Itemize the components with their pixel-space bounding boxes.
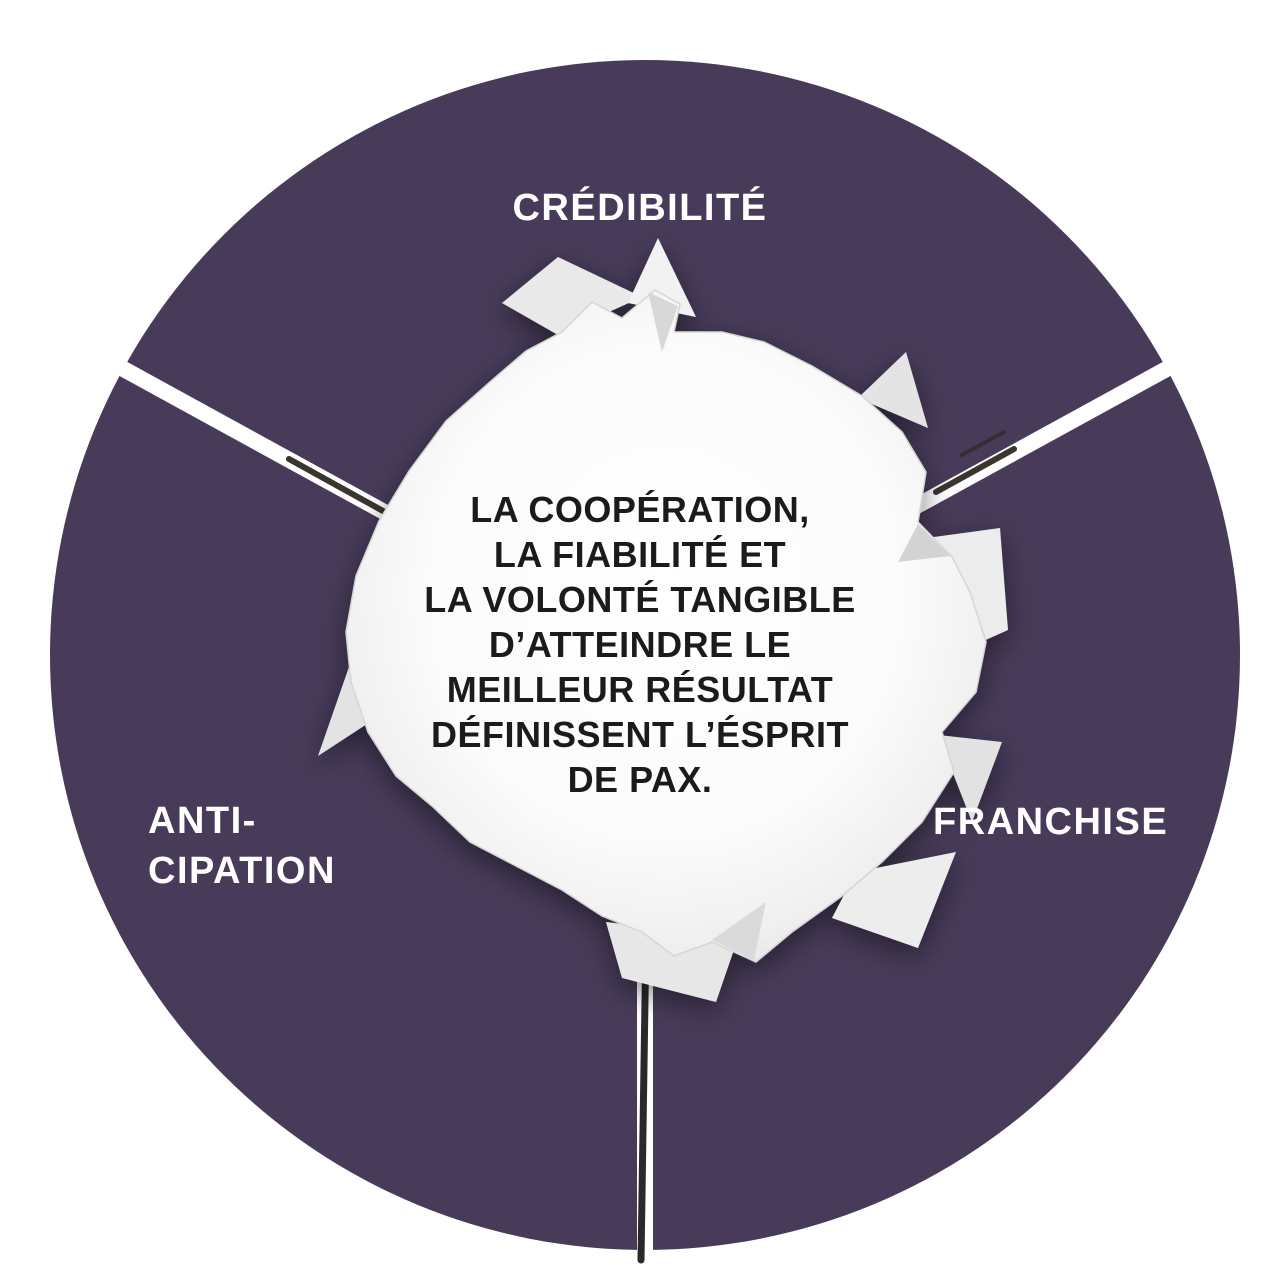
paper-flap-top-right (858, 352, 928, 428)
center-statement-line: DÉFINISSENT L’ÉSPRIT (430, 714, 850, 755)
segment-label-anticipation: ANTI- CIPATION (148, 796, 336, 896)
center-statement-line: DE PAX. (567, 759, 713, 800)
center-statement: LA COOPÉRATION, LA FIABILITÉ ET LA VOLON… (0, 487, 1280, 802)
paper-fold-right (898, 524, 950, 562)
center-statement-line: LA COOPÉRATION, (470, 489, 810, 530)
center-statement-line: LA VOLONTÉ TANGIBLE (424, 579, 856, 620)
segment-label-credibilite: CRÉDIBILITÉ (512, 187, 768, 229)
center-statement-line: LA FIABILITÉ ET (493, 534, 787, 575)
segment-label-anticipation-line1: ANTI- (148, 800, 257, 842)
torn-paper-sheet (345, 289, 987, 963)
paper-fold-top (648, 292, 678, 352)
tear-shadow-upper-right (933, 446, 1017, 495)
paper-flap-right-lower (938, 735, 1002, 822)
segment-label-anticipation-line2: CIPATION (148, 850, 336, 892)
tear-shadow-bottom (637, 931, 650, 1264)
torn-paper-hole (318, 238, 1008, 1002)
tear-shadow-upper-right-2 (960, 430, 1006, 457)
paper-flap-top-center (628, 238, 696, 317)
paper-flap-top-left (502, 257, 642, 335)
paper-fold-bottom (712, 902, 766, 960)
center-statement-line: D’ATTEINDRE LE (488, 624, 792, 665)
segment-label-franchise: FRANCHISE (933, 801, 1169, 843)
center-statement-line: MEILLEUR RÉSULTAT (446, 669, 834, 710)
